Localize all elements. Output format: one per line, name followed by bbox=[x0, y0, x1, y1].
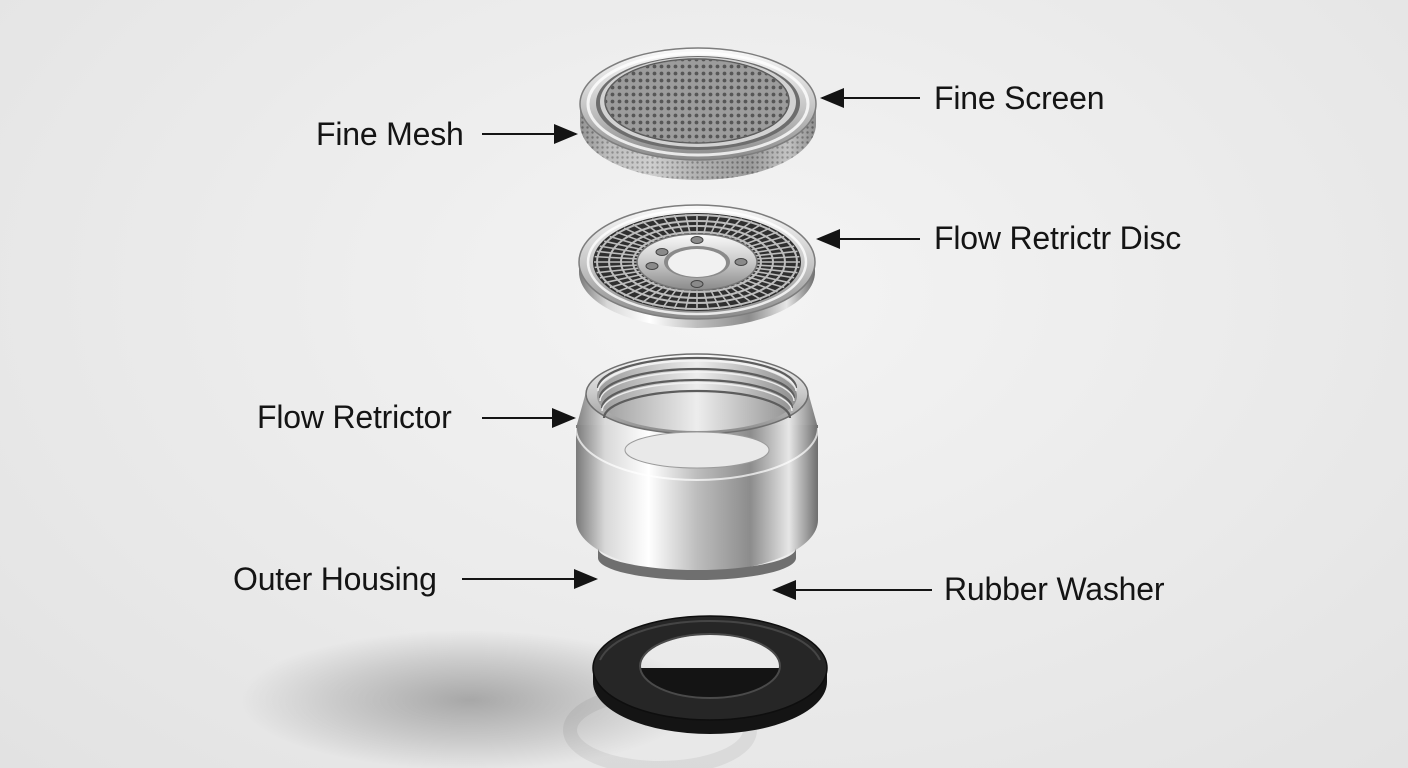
disc-grid-spoke bbox=[594, 255, 638, 260]
disc-grid-spoke bbox=[604, 273, 644, 284]
disc-grid-spoke bbox=[722, 286, 743, 306]
outer-housing-part bbox=[575, 353, 819, 580]
fine-screen-part bbox=[579, 47, 817, 180]
disc-grid-spoke bbox=[651, 286, 672, 306]
disc-grid-spoke bbox=[755, 267, 798, 274]
disc-grid-spoke bbox=[651, 218, 672, 238]
disc-grid-spoke bbox=[739, 281, 771, 297]
disc-grid-spoke bbox=[684, 214, 692, 235]
disc-grid-spoke bbox=[750, 240, 790, 251]
disc-grid-spoke bbox=[756, 255, 800, 260]
disc-grid-spoke bbox=[632, 283, 660, 301]
disc-grid-spoke bbox=[739, 227, 771, 243]
disc-grid-spoke bbox=[623, 281, 655, 297]
disc-grid-spoke bbox=[756, 264, 800, 269]
disc-grid-spoke bbox=[599, 245, 641, 254]
disc-grid-spoke bbox=[716, 287, 732, 308]
disc-grid-spoke bbox=[755, 250, 798, 257]
disc-grid-spoke bbox=[709, 288, 721, 310]
disc-grid-spoke bbox=[609, 235, 647, 248]
disc-grid-spoke bbox=[623, 227, 655, 243]
disc-grid-spoke bbox=[673, 214, 685, 236]
disc-grid-spoke bbox=[753, 270, 795, 279]
disc-grid-spoke bbox=[747, 276, 785, 289]
callout-arrows bbox=[462, 88, 932, 600]
disc-grid-spoke bbox=[594, 264, 638, 269]
disc-grid-spoke bbox=[702, 214, 710, 235]
label-fine-screen: Fine Screen bbox=[934, 80, 1105, 116]
flow-restrictor-disc-part bbox=[578, 204, 816, 328]
rubber-washer-part bbox=[592, 615, 828, 734]
disc-grid-spoke bbox=[743, 231, 778, 246]
label-flow-restrictor: Flow Retrictor bbox=[257, 399, 452, 435]
label-outer-housing: Outer Housing bbox=[233, 561, 437, 597]
disc-grid-spoke bbox=[616, 278, 651, 293]
disc-grid-spoke bbox=[702, 289, 710, 310]
washer-shadow bbox=[240, 630, 700, 768]
disc-grid-spoke bbox=[604, 240, 644, 251]
disc-grid-spoke bbox=[743, 278, 778, 293]
disc-grid-spoke bbox=[609, 276, 647, 289]
disc-grid-spoke bbox=[684, 289, 692, 310]
disc-grid-spoke bbox=[662, 216, 678, 237]
disc-grid-spoke bbox=[753, 245, 795, 254]
label-fine-mesh: Fine Mesh bbox=[316, 116, 464, 152]
disc-grid-spoke bbox=[596, 267, 639, 274]
disc-grid-spoke bbox=[722, 218, 743, 238]
disc-grid-spoke bbox=[734, 223, 762, 241]
disc-grid-spoke bbox=[632, 223, 660, 241]
disc-grid-spoke bbox=[596, 250, 639, 257]
disc-grid-spoke bbox=[750, 273, 790, 284]
disc-grid-spoke bbox=[728, 285, 753, 304]
disc-grid-spoke bbox=[709, 214, 721, 236]
disc-grid-spoke bbox=[599, 270, 641, 279]
label-rubber-washer: Rubber Washer bbox=[944, 571, 1165, 607]
disc-grid-spoke bbox=[716, 216, 732, 237]
disc-grid-spoke bbox=[673, 288, 685, 310]
disc-grid-spoke bbox=[616, 231, 651, 246]
label-flow-restrictor-disc: Flow Retrictr Disc bbox=[934, 220, 1182, 256]
disc-grid-spoke bbox=[747, 235, 785, 248]
disc-grid-spoke bbox=[734, 283, 762, 301]
disc-grid-spoke bbox=[641, 220, 666, 239]
disc-grid-spoke bbox=[728, 220, 753, 239]
disc-grid-spoke bbox=[641, 285, 666, 304]
disc-grid-spoke bbox=[662, 287, 678, 308]
